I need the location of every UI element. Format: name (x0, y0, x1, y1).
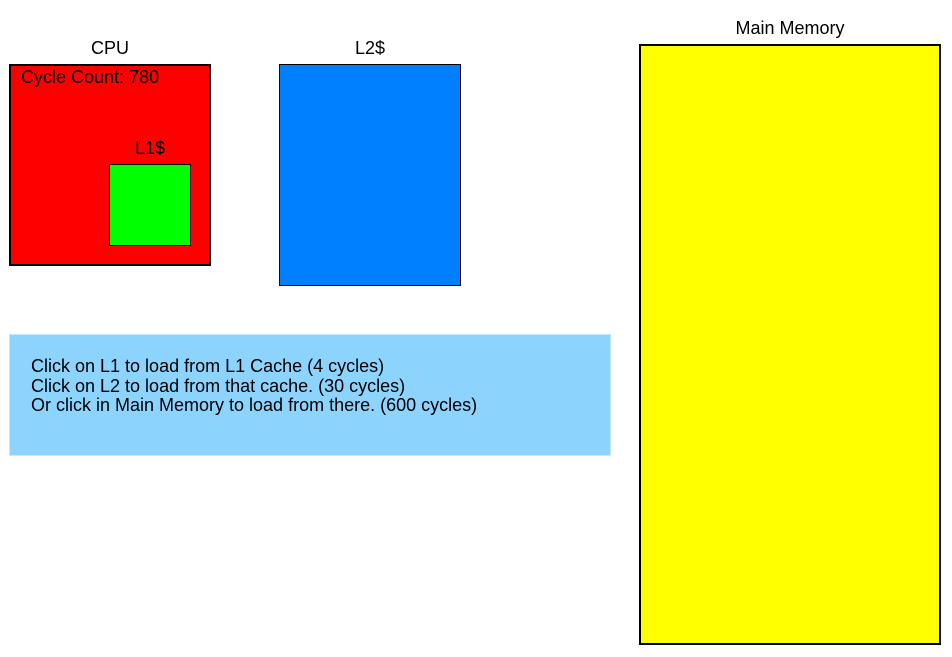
l1-cache-label: L1$ (134, 138, 166, 158)
main-memory-label: Main Memory (735, 18, 845, 38)
cycle-count-readout: Cycle Count: 780 (21, 67, 159, 87)
cpu-label: CPU (90, 38, 129, 58)
l1-cache-box[interactable] (109, 164, 191, 246)
cycle-count-value: 780 (129, 67, 160, 87)
instruction-line: Click on L1 to load from L1 Cache (4 cyc… (31, 356, 385, 376)
l2-cache-label: L2$ (354, 38, 386, 58)
instruction-line: Click on L2 to load from that cache. (30… (31, 375, 406, 396)
instructions-panel: Click on L1 to load from L1 Cache (4 cyc… (9, 334, 611, 456)
cycle-count-label: Cycle Count: (21, 67, 125, 87)
instruction-line: Or click in Main Memory to load from the… (31, 395, 478, 415)
main-memory-box[interactable] (639, 44, 941, 645)
l2-cache-box[interactable] (279, 64, 461, 286)
